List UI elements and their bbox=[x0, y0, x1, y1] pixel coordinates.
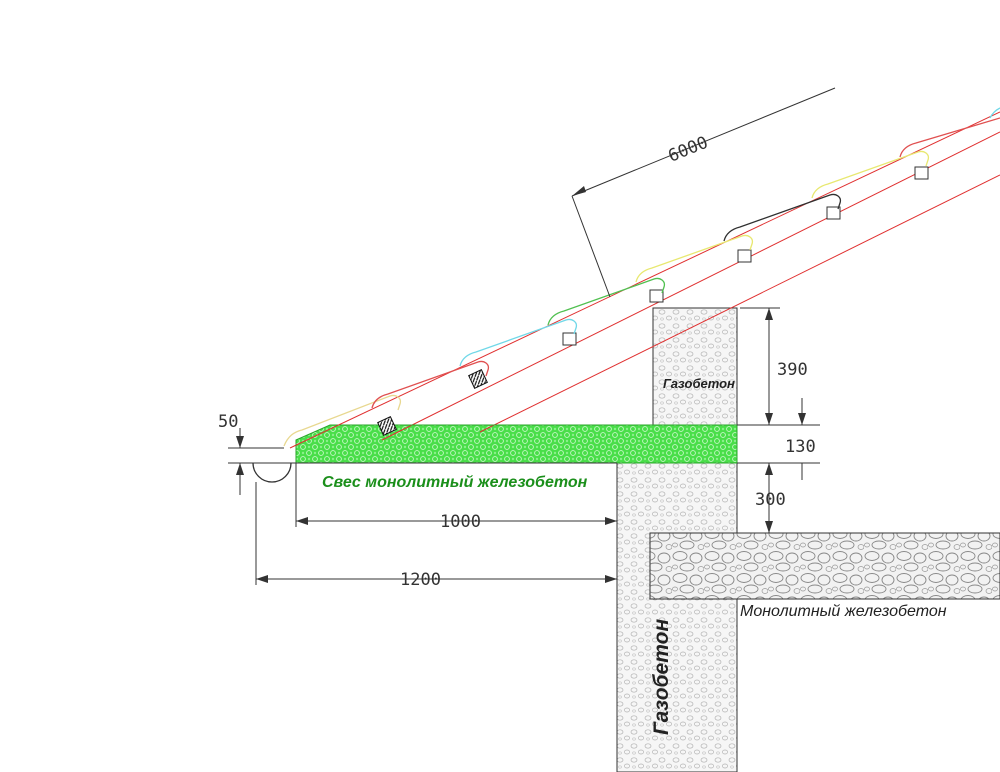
batten bbox=[649, 289, 664, 303]
rafter-line-lower bbox=[479, 174, 1000, 433]
dimension-50: 50 bbox=[218, 412, 284, 495]
dimension-130-label: 130 bbox=[785, 437, 816, 457]
lower-wall-label: Газобетон bbox=[650, 619, 673, 735]
roof-tile bbox=[899, 117, 1000, 158]
dimension-300: 300 bbox=[755, 463, 786, 533]
floor-slab bbox=[649, 532, 1000, 600]
roof-tile bbox=[811, 150, 930, 199]
batten bbox=[468, 369, 488, 389]
dimension-1000: 1000 bbox=[295, 463, 618, 532]
overhang-slab bbox=[295, 424, 738, 464]
upper-wall bbox=[652, 307, 738, 426]
roof-tile bbox=[723, 193, 842, 242]
roof-tile bbox=[635, 234, 754, 283]
roof-tile bbox=[547, 277, 666, 326]
batten bbox=[377, 416, 397, 436]
roof-tile bbox=[989, 107, 1000, 119]
rafter-line-bottom bbox=[381, 131, 1000, 441]
lower-wall bbox=[616, 462, 738, 772]
dimension-6000-label: 6000 bbox=[665, 133, 710, 167]
batten bbox=[737, 249, 752, 263]
dimension-1200-label: 1200 bbox=[400, 570, 441, 590]
dimension-6000: 6000 bbox=[571, 87, 836, 298]
roof-tile bbox=[459, 318, 578, 367]
batten bbox=[562, 332, 577, 346]
roof-tile bbox=[371, 360, 490, 409]
dimension-390: 390 bbox=[740, 307, 808, 425]
rafter-line-top bbox=[289, 111, 1000, 449]
floor-slab-label: Монолитный железобетон bbox=[740, 603, 947, 620]
dimension-390-label: 390 bbox=[777, 360, 808, 380]
roof-tiles bbox=[283, 107, 1000, 447]
dimension-1000-label: 1000 bbox=[440, 512, 481, 532]
dimension-1200: 1200 bbox=[255, 482, 617, 590]
dimension-50-label: 50 bbox=[218, 412, 238, 432]
batten bbox=[826, 206, 841, 220]
upper-wall-label: Газобетон bbox=[663, 376, 735, 391]
dimension-130: 130 bbox=[737, 398, 820, 480]
batten bbox=[914, 166, 929, 180]
overhang-slab-label: Свес монолитный железобетон bbox=[322, 474, 588, 491]
gutter bbox=[252, 462, 292, 483]
dimension-300-label: 300 bbox=[755, 490, 786, 510]
roof-tile bbox=[283, 394, 402, 447]
